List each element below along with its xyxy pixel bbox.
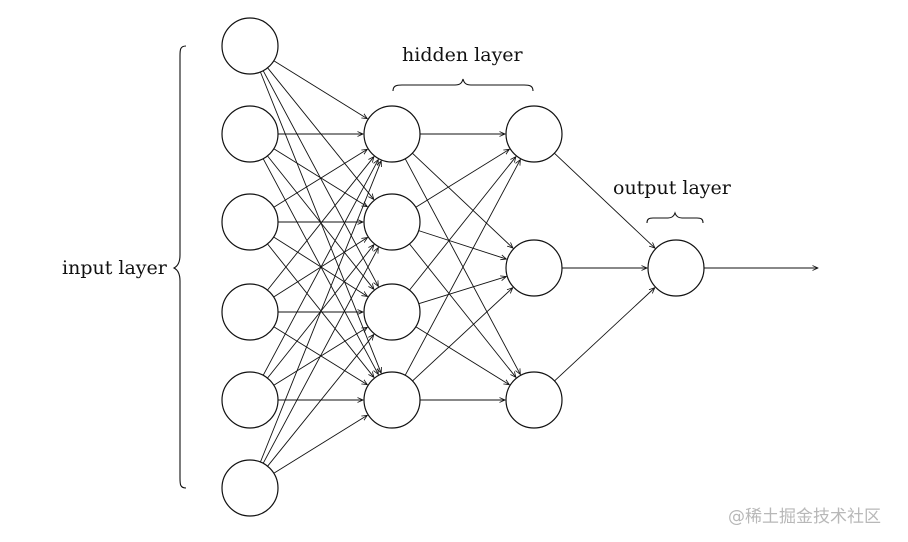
hidden-2-node-2 (505, 239, 563, 297)
input-layer-label: input layer (62, 257, 168, 279)
connections-group (260, 60, 818, 474)
hidden-2-node-3 (505, 371, 563, 429)
watermark-text: @稀土掘金技术社区 (728, 507, 881, 527)
connection-hidden-1-1-to-hidden-2-0 (415, 149, 510, 208)
connection-input-2-to-hidden-1-2 (273, 236, 368, 296)
connection-input-1-to-hidden-1-2 (267, 155, 373, 289)
connection-hidden-1-2-to-hidden-2-1 (418, 277, 507, 305)
nodes-group (221, 17, 705, 517)
connection-input-4-to-hidden-1-0 (262, 160, 378, 376)
connection-hidden-1-3-to-hidden-2-0 (404, 160, 520, 376)
connection-hidden-1-2-to-hidden-2-2 (415, 326, 510, 385)
connection-input-3-to-hidden-1-0 (267, 157, 373, 291)
connection-input-5-to-hidden-1-3 (273, 415, 368, 474)
connection-hidden-1-1-to-hidden-2-2 (409, 243, 515, 377)
connection-hidden-2-2-to-output-0 (554, 288, 655, 382)
hidden-1-node-1 (363, 105, 421, 163)
output-layer-brace (646, 211, 704, 224)
input-node-3 (221, 193, 279, 251)
connection-input-5-to-hidden-1-0 (260, 161, 381, 463)
hidden-1-node-2 (363, 193, 421, 251)
hidden-layer-brace (392, 78, 534, 92)
hidden-layer-label: hidden layer (402, 44, 524, 66)
input-node-2 (221, 105, 279, 163)
connection-input-5-to-hidden-1-2 (267, 335, 374, 467)
connection-hidden-1-1-to-hidden-2-1 (418, 230, 507, 259)
input-node-6 (221, 459, 279, 517)
input-layer-brace (172, 45, 187, 489)
connection-input-5-to-hidden-1-1 (262, 248, 378, 464)
hidden-1-node-4 (363, 371, 421, 429)
input-node-4 (221, 283, 279, 341)
connection-hidden-1-2-to-hidden-2-0 (409, 157, 515, 291)
connection-input-2-to-hidden-1-0 (273, 149, 368, 208)
connection-hidden-2-0-to-output-0 (554, 152, 655, 248)
connection-hidden-1-0-to-hidden-2-1 (412, 152, 513, 248)
input-node-5 (221, 371, 279, 429)
output-layer-label: output layer (613, 177, 732, 199)
connection-hidden-1-3-to-hidden-2-1 (412, 288, 513, 382)
hidden-1-node-3 (363, 283, 421, 341)
hidden-2-node-1 (505, 105, 563, 163)
connection-input-0-to-hidden-1-0 (273, 60, 368, 119)
input-node-1 (221, 17, 279, 75)
output-node-1 (647, 239, 705, 297)
